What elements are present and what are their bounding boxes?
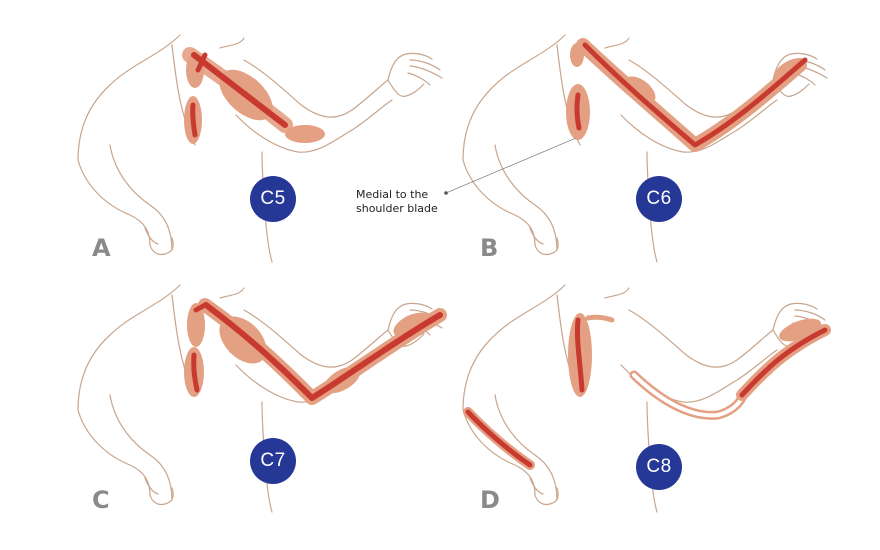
level-badge-c8: C8 <box>636 444 682 490</box>
panel-label-d: D <box>480 486 500 514</box>
panel-a-figure <box>77 34 443 263</box>
c7-pain-pattern <box>184 303 440 399</box>
annotation-leader-dot <box>444 191 448 195</box>
panel-label-c: C <box>92 486 110 514</box>
panel-b-figure <box>462 34 828 263</box>
level-badge-c7: C7 <box>250 438 296 484</box>
annotation-medial-shoulder-blade: Medial to the shoulder blade <box>356 188 456 216</box>
annotation-leader-line <box>445 137 577 194</box>
panel-label-a: A <box>92 234 111 262</box>
c6-pain-pattern <box>566 43 810 145</box>
c5-pain-pattern <box>184 52 325 144</box>
annotation-line-2: shoulder blade <box>356 202 438 215</box>
level-badge-c5: C5 <box>250 176 296 222</box>
c8-pain-pattern <box>468 313 825 465</box>
level-badge-c6: C6 <box>636 176 682 222</box>
body-outline-a <box>77 34 443 263</box>
annotation-line-1: Medial to the <box>356 188 429 201</box>
body-outline-b <box>462 34 828 263</box>
panel-label-b: B <box>480 234 499 262</box>
